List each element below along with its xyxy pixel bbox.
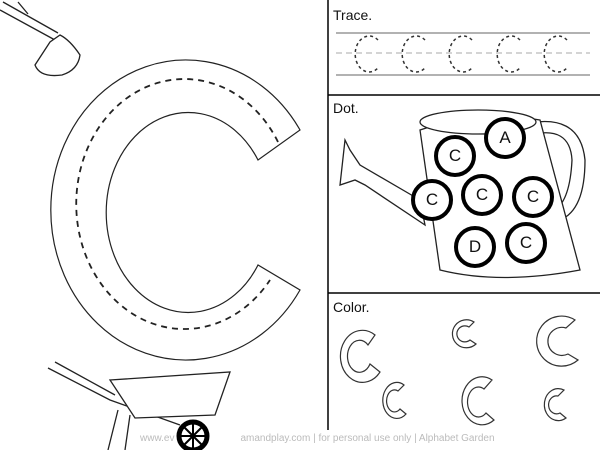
footer-rest: | for personal use only | Alphabet Garde… bbox=[310, 433, 495, 444]
trace-guides bbox=[336, 32, 590, 76]
trace-label: Trace. bbox=[333, 7, 373, 23]
dot-circle[interactable]: C bbox=[411, 179, 453, 221]
shovel-icon bbox=[0, 1, 81, 77]
color-label: Color. bbox=[333, 299, 370, 315]
dot-circle[interactable]: C bbox=[461, 174, 503, 216]
dot-label: Dot. bbox=[333, 100, 359, 116]
dot-circle[interactable]: C bbox=[434, 135, 476, 177]
dot-circle[interactable]: A bbox=[484, 117, 526, 159]
dot-circle[interactable]: D bbox=[454, 226, 496, 268]
dot-circle[interactable]: C bbox=[505, 222, 547, 264]
footer-text: www.ev amandplay.com | for personal use o… bbox=[140, 433, 495, 444]
color-letter-c bbox=[339, 315, 580, 426]
trace-letter-c bbox=[354, 35, 568, 73]
big-letter-c bbox=[50, 59, 301, 361]
dot-circle[interactable]: C bbox=[512, 176, 554, 218]
wheelbarrow-icon bbox=[47, 361, 231, 450]
footer-site-end: amandplay.com bbox=[240, 433, 311, 444]
footer-site-start: www.ev bbox=[140, 433, 175, 444]
